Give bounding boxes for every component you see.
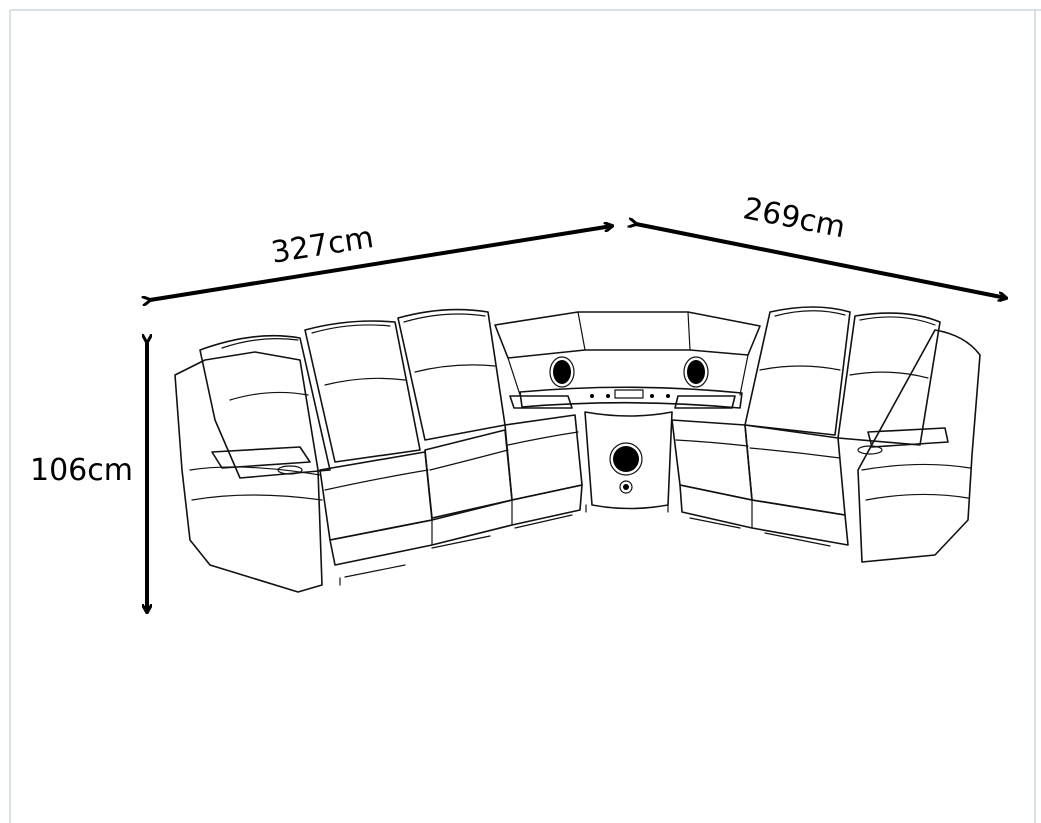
label-height: 106cm bbox=[30, 453, 133, 488]
label-right-width: 269cm bbox=[740, 191, 848, 245]
dimension-arrow-left-width bbox=[150, 226, 612, 300]
image-frame bbox=[9, 9, 1041, 823]
sofa-illustration bbox=[174, 306, 981, 593]
label-left-width: 327cm bbox=[269, 220, 376, 271]
dimension-arrow-right-width bbox=[636, 224, 1006, 298]
